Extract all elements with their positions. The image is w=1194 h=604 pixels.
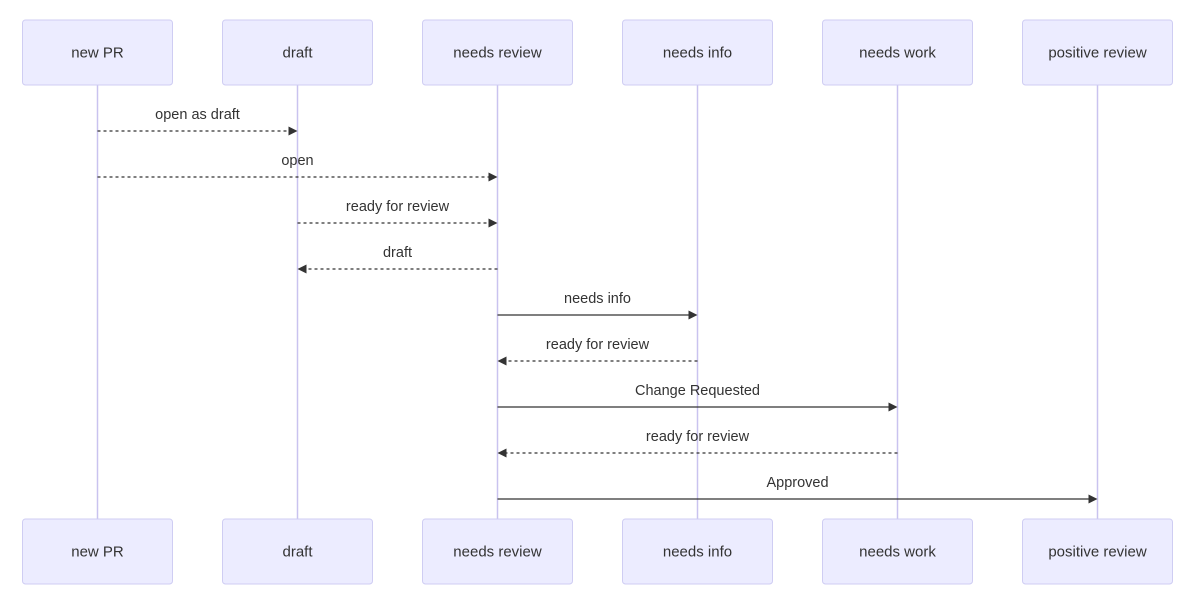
participant-top-needs-review: needs review [422,19,573,86]
message-label: draft [383,245,412,261]
message-8: ready for review [497,429,898,458]
participant-bottom-needs-review: needs review [422,518,573,585]
participant-top-needs-info: needs info [622,19,773,86]
participant-bottom-new-pr: new PR [22,518,173,585]
message-label: ready for review [546,337,650,353]
message-5: needs info [497,291,698,320]
actors-top: new PR draft needs review needs info needs w… [22,19,1173,86]
message-1: open as draft [97,107,298,136]
participant-box [422,19,573,86]
participant-label: needs info [663,544,732,561]
message-9: Approved [497,475,1098,504]
arrowhead-icon [488,172,498,182]
message-2: open [97,153,498,182]
participant-top-positive-review: positive review [1022,19,1173,86]
participant-top-new-pr: new PR [22,19,173,86]
participant-bottom-needs-work: needs work [822,518,973,585]
participant-box [622,518,773,585]
participant-box [22,518,173,585]
message-label: ready for review [646,429,750,445]
message-label: open [281,153,313,169]
arrowhead-icon [1088,494,1098,504]
participant-box [822,19,973,86]
participant-label: positive review [1048,544,1147,561]
participant-label: needs info [663,45,732,62]
participant-bottom-needs-info: needs info [622,518,773,585]
message-7: Change Requested [497,383,898,412]
participant-label: needs review [453,544,542,561]
participant-label: needs work [859,544,936,561]
participant-top-needs-work: needs work [822,19,973,86]
message-3: ready for review [297,199,498,228]
arrowhead-icon [888,402,898,412]
message-label: Approved [766,475,828,491]
messages: open as draft open ready for review draft ne… [97,107,1098,504]
participant-label: needs work [859,45,936,62]
arrowhead-icon [497,448,507,458]
arrowhead-icon [488,218,498,228]
message-label: open as draft [155,107,240,123]
participant-box [822,518,973,585]
participant-box [422,518,573,585]
participant-box [222,19,373,86]
participant-box [1022,19,1173,86]
participant-label: positive review [1048,45,1147,62]
participant-label: draft [282,544,313,561]
participant-bottom-positive-review: positive review [1022,518,1173,585]
message-4: draft [297,245,498,274]
participant-label: draft [282,45,313,62]
participant-box [22,19,173,86]
actors-bottom: new PR draft needs review needs info needs w… [22,518,1173,585]
participant-box [222,518,373,585]
participant-box [1022,518,1173,585]
message-label: Change Requested [635,383,760,399]
arrowhead-icon [497,356,507,366]
participant-top-draft: draft [222,19,373,86]
participant-box [622,19,773,86]
arrowhead-icon [297,264,307,274]
message-6: ready for review [497,337,698,366]
message-label: ready for review [346,199,450,215]
participant-label: needs review [453,45,542,62]
participant-bottom-draft: draft [222,518,373,585]
lifelines [96,85,1099,519]
participant-label: new PR [71,544,124,561]
message-label: needs info [564,291,631,307]
arrowhead-icon [688,310,698,320]
participant-label: new PR [71,45,124,62]
arrowhead-icon [288,126,298,136]
